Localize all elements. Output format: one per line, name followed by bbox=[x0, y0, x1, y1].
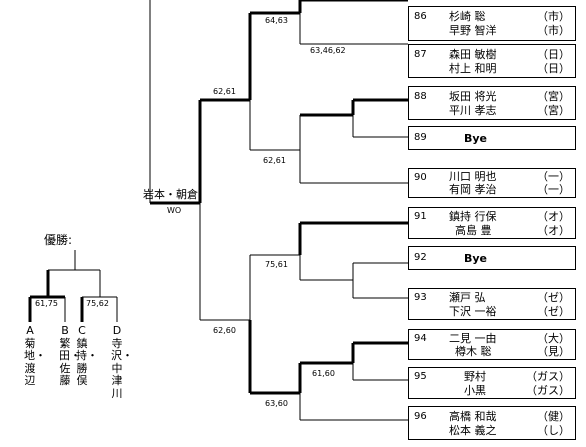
team-label: （し） bbox=[537, 424, 570, 437]
team-label: （日） bbox=[537, 62, 570, 75]
team-label: （市） bbox=[537, 10, 570, 23]
player-name: 高島 豊 bbox=[455, 224, 492, 237]
team-label: （オ） bbox=[537, 224, 570, 237]
bye-label: Bye bbox=[464, 132, 488, 145]
team-label: （市） bbox=[537, 24, 570, 37]
finalist-pair: 繁田・佐藤 bbox=[59, 336, 81, 387]
team-label: （見） bbox=[537, 345, 570, 358]
seed-number: 89 bbox=[414, 132, 427, 143]
finalist-letter: D bbox=[112, 324, 122, 337]
finalist-pair: 菊地・渡辺 bbox=[24, 336, 46, 387]
player-name: 有岡 孝治 bbox=[449, 183, 497, 196]
player-name: 二見 一由 bbox=[449, 332, 497, 345]
entry-96: 96 高橋 和哉 （健） 松本 義之 （し） bbox=[408, 406, 576, 440]
seed-number: 87 bbox=[414, 49, 427, 60]
player-name: 坂田 将光 bbox=[449, 90, 497, 103]
entry-92-bye: 92 Bye bbox=[408, 246, 576, 270]
team-label: （ゼ） bbox=[537, 291, 570, 304]
team-label: （ガス） bbox=[526, 384, 570, 397]
seed-number: 90 bbox=[414, 172, 427, 183]
final-score-right: 75,62 bbox=[86, 299, 109, 308]
seed-number: 95 bbox=[414, 371, 427, 382]
player-name: 松本 義之 bbox=[449, 424, 497, 437]
seed-number: 96 bbox=[414, 411, 427, 422]
player-name: 川口 明也 bbox=[449, 170, 497, 183]
score-qf-bottom: 62,60 bbox=[213, 326, 236, 335]
bye-label: Bye bbox=[464, 252, 488, 265]
player-name: 早野 智洋 bbox=[449, 24, 497, 37]
player-name: 平川 孝志 bbox=[449, 104, 497, 117]
final-score-left: 61,75 bbox=[35, 299, 58, 308]
player-name: 樽木 聡 bbox=[455, 345, 492, 358]
score-qf-top: 62,61 bbox=[213, 87, 236, 96]
entry-93: 93 瀬戸 弘 （ゼ） 下沢 一裕 （ゼ） bbox=[408, 288, 576, 320]
player-name: 村上 和明 bbox=[449, 62, 497, 75]
seed-number: 86 bbox=[414, 11, 427, 22]
team-label: （ゼ） bbox=[537, 305, 570, 318]
seed-number: 91 bbox=[414, 211, 427, 222]
seed-number: 88 bbox=[414, 91, 427, 102]
team-label: （一） bbox=[537, 170, 570, 183]
entry-91: 91 鎮持 行保 （オ） 高島 豊 （オ） bbox=[408, 207, 576, 239]
player-name: 杉崎 聡 bbox=[449, 10, 486, 23]
team-label: （宮） bbox=[537, 90, 570, 103]
entry-87: 87 森田 敏樹 （日） 村上 和明 （日） bbox=[408, 44, 576, 78]
score-r2-c: 75,61 bbox=[265, 260, 288, 269]
seed-number: 93 bbox=[414, 292, 427, 303]
finalist-pair: 鎮持・勝俣 bbox=[76, 336, 98, 387]
player-name: 高橋 和哉 bbox=[449, 410, 497, 423]
finalist-pair: 寺沢・中津川 bbox=[111, 336, 133, 400]
team-label: （オ） bbox=[537, 210, 570, 223]
entry-89-bye: 89 Bye bbox=[408, 126, 576, 150]
score-r1-d: 61,60 bbox=[312, 369, 335, 378]
team-label: （宮） bbox=[537, 104, 570, 117]
entry-90: 90 川口 明也 （一） 有岡 孝治 （一） bbox=[408, 168, 576, 198]
player-name: 下沢 一裕 bbox=[449, 305, 497, 318]
team-label: （一） bbox=[537, 183, 570, 196]
player-name: 小黒 bbox=[464, 384, 486, 397]
entry-94: 94 二見 一由 （大） 樽木 聡 （見） bbox=[408, 329, 576, 360]
finalist-b: B 繁田・佐藤 bbox=[59, 324, 81, 388]
finalist-letter: B bbox=[61, 324, 69, 337]
player-name: 野村 bbox=[464, 370, 486, 383]
player-name: 鎮持 行保 bbox=[449, 210, 497, 223]
team-label: （健） bbox=[537, 410, 570, 423]
team-label: （ガス） bbox=[526, 370, 570, 383]
score-r2-d: 63,60 bbox=[265, 399, 288, 408]
semifinal-winner: 岩本・朝倉 bbox=[143, 188, 198, 201]
seed-number: 92 bbox=[414, 252, 427, 263]
team-label: （大） bbox=[537, 332, 570, 345]
finalist-d: D 寺沢・中津川 bbox=[111, 324, 133, 400]
semifinal-result: WO bbox=[167, 206, 182, 215]
score-r2-b: 62,61 bbox=[263, 156, 286, 165]
entry-86: 86 杉崎 聡 （市） 早野 智洋 （市） bbox=[408, 6, 576, 41]
seed-number: 94 bbox=[414, 333, 427, 344]
entry-88: 88 坂田 将光 （宮） 平川 孝志 （宮） bbox=[408, 86, 576, 120]
score-r1-top: 64,63 bbox=[265, 16, 288, 25]
finalist-a: A 菊地・渡辺 bbox=[24, 324, 46, 388]
team-label: （日） bbox=[537, 48, 570, 61]
player-name: 瀬戸 弘 bbox=[449, 291, 486, 304]
score-r1-a: 63,46,62 bbox=[310, 46, 346, 55]
entry-95: 95 野村 （ガス） 小黒 （ガス） bbox=[408, 367, 576, 399]
final-title: 優勝: bbox=[44, 233, 73, 247]
finalist-c: C 鎮持・勝俣 bbox=[76, 324, 98, 388]
finalist-letter: A bbox=[26, 324, 34, 337]
finalist-letter: C bbox=[78, 324, 86, 337]
player-name: 森田 敏樹 bbox=[449, 48, 497, 61]
